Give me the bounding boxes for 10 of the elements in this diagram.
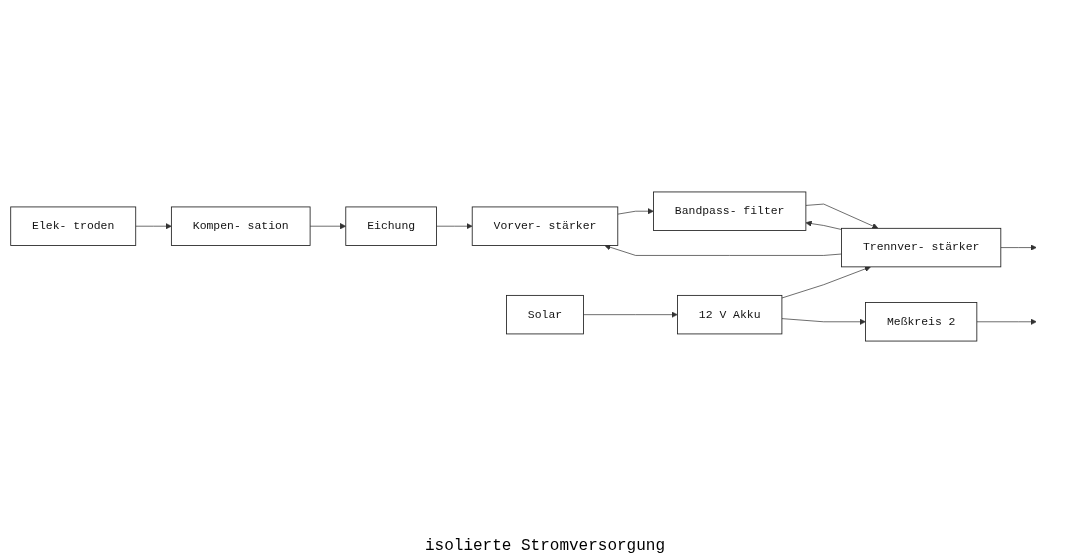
node-box: Trennver- stärker bbox=[841, 227, 1002, 268]
node-box: Solar bbox=[506, 294, 584, 335]
note-text: isolierte Stromversorgung bbox=[424, 537, 665, 555]
node-box: Meßkreis 2 bbox=[865, 302, 978, 342]
node-box: Vorver- stärker bbox=[471, 206, 619, 246]
node-box: Eichung bbox=[345, 206, 437, 246]
node-box: Kompen- sation bbox=[170, 206, 311, 246]
node-box: 12 V Akku bbox=[677, 294, 783, 335]
node-box: Bandpass- filter bbox=[653, 191, 807, 231]
node-box: Elek- troden bbox=[10, 206, 137, 246]
